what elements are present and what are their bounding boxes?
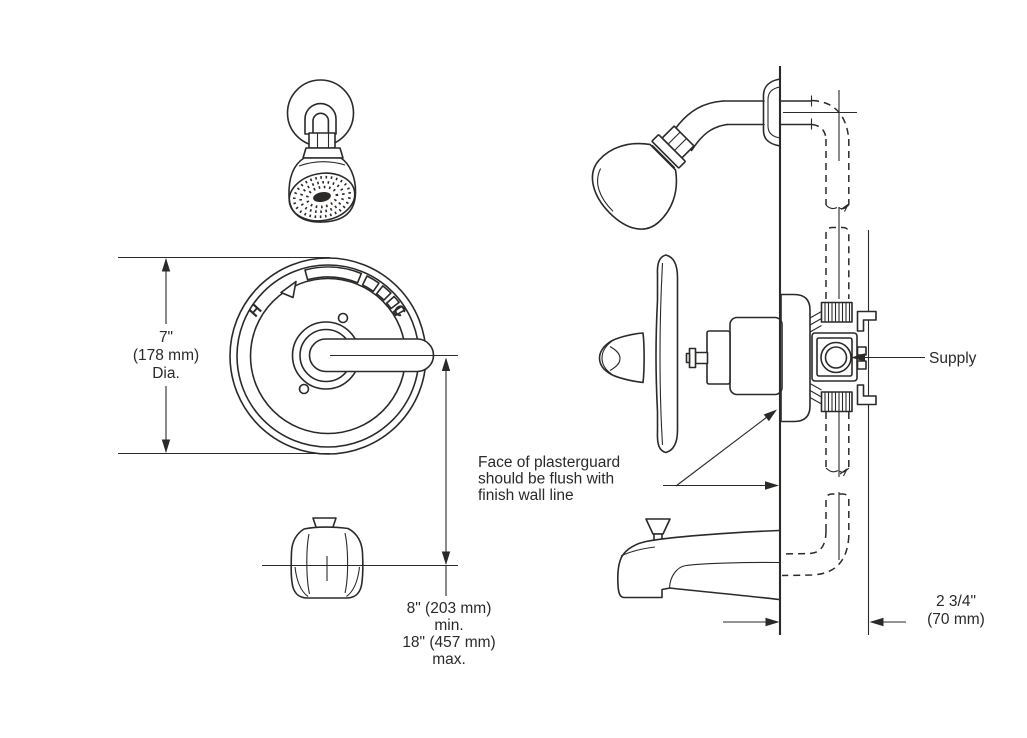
valve-stem: [694, 351, 709, 365]
dimension-wall-offset: 2 3/4" (70 mm): [723, 593, 985, 628]
showerhead-bell-side: [591, 125, 695, 230]
screw-hole: [298, 383, 310, 395]
svg-text:Dia.: Dia.: [152, 365, 180, 382]
dimension-diameter: 7" (178 mm) Dia.: [118, 256, 330, 455]
svg-text:should be flush with: should be flush with: [478, 471, 614, 488]
showerhead-bell-front: [288, 157, 357, 223]
diameter-value: 7": [159, 329, 173, 346]
height-min-value: 8" (203 mm): [407, 600, 492, 617]
shower-arm-nut-front: [308, 132, 336, 149]
screw-hole: [337, 312, 349, 324]
height-max-value: 18" (457 mm): [402, 634, 495, 651]
behind-wall-piping: [779, 90, 857, 577]
offset-value: 2 3/4": [936, 593, 976, 610]
supply-text: Supply: [929, 350, 977, 367]
diverter-knob-side: [645, 518, 671, 535]
temperature-slots: [304, 266, 406, 317]
svg-text:(178 mm): (178 mm): [133, 347, 199, 364]
showerhead-side-view: [591, 78, 781, 230]
lever-handle-side: [598, 332, 645, 384]
supply-label: Supply: [851, 350, 977, 367]
shower-arm-front: [304, 102, 337, 135]
tub-spout-side-view: [617, 518, 780, 601]
plasterguard: [780, 293, 811, 423]
svg-text:(70 mm): (70 mm): [927, 611, 985, 628]
svg-text:Face of plasterguard: Face of plasterguard: [478, 454, 620, 471]
svg-text:finish wall line: finish wall line: [478, 487, 574, 504]
trim-plate-side: [655, 254, 679, 454]
plasterguard-note: Face of plasterguard should be flush wit…: [478, 409, 779, 504]
mounting-bracket: [856, 310, 877, 406]
mounting-ears: [809, 311, 822, 405]
spray-face: [288, 172, 356, 222]
dimension-height-range: 8" (203 mm) min. 18" (457 mm) max.: [262, 357, 496, 668]
svg-text:max.: max.: [432, 651, 466, 668]
knurled-cap-top: [820, 301, 853, 323]
showerhead-front-view: [286, 79, 357, 223]
trim-plate-front-view: H C: [229, 257, 458, 455]
brand-oval: [313, 192, 331, 202]
valve-cartridge: [729, 316, 783, 396]
svg-text:min.: min.: [434, 617, 463, 634]
spout-body-side: [617, 529, 780, 601]
valve-assembly-side-view: [598, 254, 877, 454]
rotation-arrow-icon: [280, 280, 297, 299]
tub-spout-front-view: [290, 517, 364, 599]
knurled-cap-bottom: [820, 391, 853, 413]
